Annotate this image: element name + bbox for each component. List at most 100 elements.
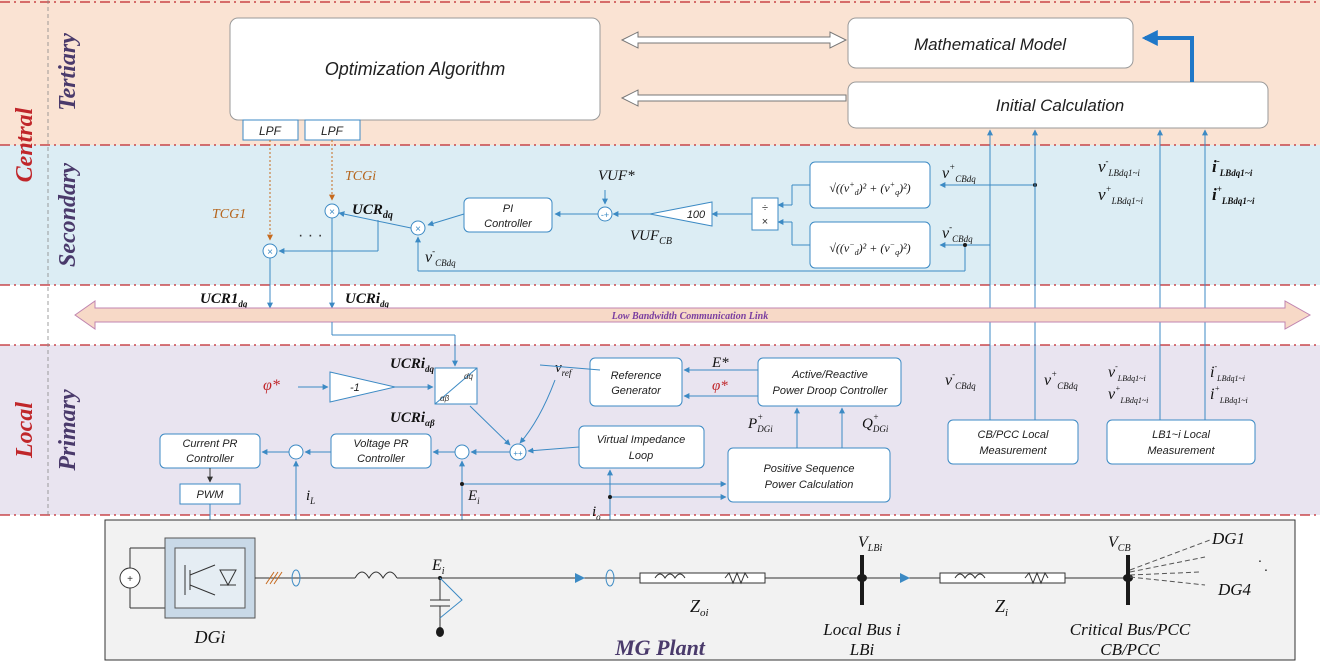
svg-text:Generator: Generator (611, 385, 662, 397)
svg-text:-1: -1 (350, 382, 360, 394)
lpf-label-1: LPF (259, 124, 282, 138)
label-primary: Primary (55, 389, 81, 472)
svg-text:Measurement: Measurement (1147, 445, 1215, 457)
svg-text:×: × (415, 224, 421, 235)
divide-block (751, 197, 779, 231)
ucri-dq-primary-label: UCRidq (390, 356, 435, 374)
vref-label: vref (555, 360, 573, 378)
svg-text:i+LBdq1~i: i+LBdq1~i (1212, 184, 1255, 206)
e-star-label: E* (711, 355, 729, 371)
opt-model-double-arrow (620, 31, 848, 49)
ei-label-plant: Ei (431, 557, 445, 577)
vlbi-label: VLBi (858, 534, 882, 554)
vuf-star-label: VUF* (598, 168, 635, 184)
ei-label-primary: Ei (467, 488, 480, 506)
local-bus-label-1: Local Bus i (822, 620, 901, 639)
pi-controller-label-2: Controller (484, 218, 533, 230)
svg-text:√((v−d)² + (v−q)²): √((v−d)² + (v−q)²) (829, 240, 910, 257)
neg-magnitude-block (809, 221, 931, 269)
label-secondary: Secondary (55, 163, 81, 267)
communication-link-label: Low Bandwidth Communication Link (611, 311, 768, 322)
svg-text:PWM: PWM (197, 489, 225, 501)
vuf-sum-node (597, 206, 613, 222)
svg-text:Current PR: Current PR (182, 438, 237, 450)
secondary-wires (267, 182, 1035, 309)
svg-text:LB1~i Local: LB1~i Local (1152, 429, 1210, 441)
ucri-ab-label: UCRiαβ (390, 410, 435, 428)
ucri-dq-comm-label: UCRidq (345, 291, 390, 309)
svg-text:Controller: Controller (186, 453, 235, 465)
vuf-cb-label: VUFCB (630, 228, 672, 247)
svg-text:Power Calculation: Power Calculation (765, 479, 854, 491)
p-dgi-label: P+DGi (747, 412, 773, 434)
svg-text:×: × (267, 247, 273, 258)
power-line (255, 571, 1125, 630)
gain-100-label: 100 (687, 209, 706, 221)
mathematical-model-label: Mathematical Model (914, 35, 1067, 54)
lb-measurement-block (1106, 419, 1256, 465)
svg-text:v+LBdq1~i: v+LBdq1~i (1098, 184, 1143, 206)
pos-magnitude-block (809, 161, 931, 209)
init-to-opt-arrow (620, 89, 847, 107)
gain-100-block (649, 201, 713, 227)
level-separators (0, 1, 1320, 516)
pi-controller-label-1: PI (503, 203, 513, 215)
v-lb-signals: v-LBdq1~i (1098, 156, 1140, 178)
zoi-label: Zoi (690, 596, 709, 619)
i-lb-signals: i-LBdq1~i (1212, 156, 1253, 178)
label-tertiary: Tertiary (55, 33, 81, 111)
mathematical-model-block (847, 17, 1134, 69)
q-dgi-label: Q+DGi (862, 412, 889, 434)
dgi-label: DGi (194, 627, 226, 647)
droop-controller-block (757, 357, 902, 407)
optimization-algorithm-label: Optimization Algorithm (325, 59, 505, 79)
initial-calculation-block (847, 81, 1269, 129)
phi-star-label: φ* (263, 377, 280, 394)
lpf-label-2: LPF (321, 124, 344, 138)
svg-text:Virtual Impedance: Virtual Impedance (597, 434, 685, 446)
tcgi-label: TCGi (345, 169, 376, 184)
optimization-algorithm-block (229, 17, 601, 121)
svg-text:Reference: Reference (611, 370, 662, 382)
initial-calculation-label: Initial Calculation (996, 96, 1125, 115)
init-to-model-arrow (1141, 30, 1194, 82)
dg-dashed-lines (1129, 539, 1211, 586)
voltage-pr-block (330, 433, 432, 469)
label-local: Local (12, 402, 38, 459)
svg-text:√((v+d)² + (v+q)²): √((v+d)² + (v+q)²) (829, 180, 910, 197)
svg-text:Controller: Controller (357, 453, 406, 465)
reference-generator-block (589, 357, 683, 407)
ucr-dq-label: UCRdq (352, 202, 393, 221)
mg-plant-title: MG Plant (614, 635, 706, 660)
positive-sequence-block (727, 447, 891, 503)
dots: · · · (298, 227, 323, 244)
svg-text:×: × (762, 216, 768, 228)
io-label: io (592, 504, 601, 522)
phi-star2-label: φ* (712, 378, 728, 394)
svg-text:Measurement: Measurement (979, 445, 1047, 457)
communication-link-arrow (74, 300, 1312, 330)
vcb-label: VCB (1108, 534, 1131, 554)
svg-text:αβ: αβ (440, 394, 450, 403)
svg-text:Loop: Loop (629, 450, 653, 462)
svg-text:·: · (1264, 564, 1268, 579)
svg-text:+: + (127, 574, 133, 585)
svg-text:Active/Reactive: Active/Reactive (791, 369, 868, 381)
svg-text:Voltage PR: Voltage PR (353, 438, 408, 450)
ucr1-dq-label: UCR1dq (200, 291, 248, 309)
local-bus-label-2: LBi (849, 640, 875, 659)
il-label: iL (306, 488, 315, 506)
pi-controller-block (463, 197, 553, 233)
svg-text:dq: dq (464, 372, 473, 381)
v-cbdq-minus-feedback: v-CBdq (425, 246, 456, 268)
gain-neg1-block (329, 371, 396, 403)
svg-text:·: · (1258, 555, 1262, 570)
mg-plant-box (104, 519, 1296, 661)
zi-label: Zi (995, 596, 1008, 619)
tcg1-label: TCG1 (212, 207, 246, 222)
svg-text:Positive Sequence: Positive Sequence (763, 463, 854, 475)
critical-bus-label-2: CB/PCC (1100, 640, 1160, 659)
label-central: Central (12, 107, 38, 182)
svg-text:×: × (329, 207, 335, 218)
